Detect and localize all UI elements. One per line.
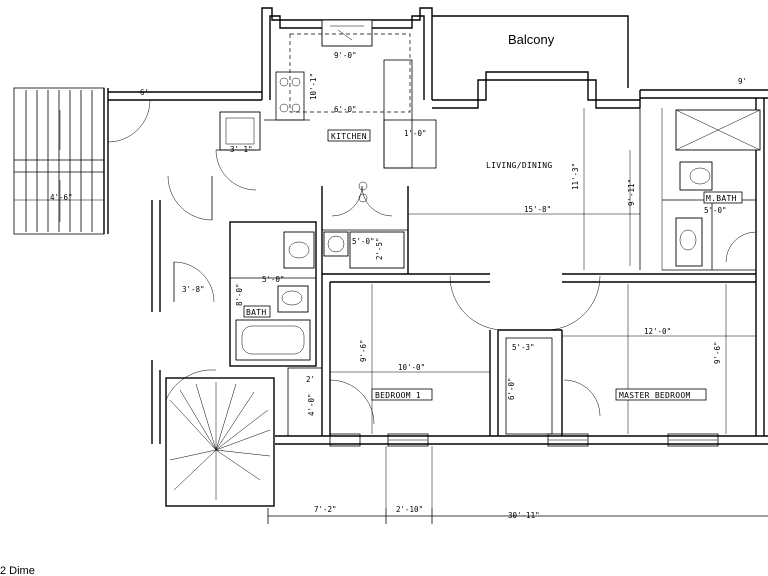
dim-master-width: 12'-0" (644, 327, 671, 336)
interior-stair (165, 369, 275, 507)
bottom-dimension-string: 7'-2" 2'-10" 30'-11" (267, 446, 768, 524)
dim-bottom-total: 30'-11" (508, 511, 540, 520)
label-bedroom-1: BEDROOM 1 (375, 391, 421, 400)
dim-stair-side: 4'-6" (50, 193, 73, 202)
dim-living-depth: 11'-3" (571, 163, 580, 190)
footer-text: 2 Dime (0, 565, 35, 576)
dim-master-closet-depth: 6'-0" (507, 377, 516, 400)
label-balcony: Balcony (508, 32, 555, 47)
dim-living-depth-2: 9'-11" (627, 179, 636, 206)
dim-wd-width: 5'-0" (352, 237, 375, 246)
dim-closet-side: 2' (306, 375, 315, 384)
label-living-dining: LIVING/DINING (486, 161, 553, 170)
dim-bottom-a: 7'-2" (314, 505, 337, 514)
windows-bottom (329, 433, 719, 447)
kitchen: 9'-0" 6'-0" 10'-1" 3'-1" 1'-0" KITCHEN (219, 19, 437, 169)
dim-bottom-b: 2'-10" (396, 505, 423, 514)
label-bath: BATH (246, 308, 266, 317)
dim-bath-width: 5'-0" (262, 275, 285, 284)
living-dining: 15'-8" 11'-3" 9'-11" LIVING/DINING (408, 108, 663, 270)
dim-master-depth: 9'-6" (713, 341, 722, 364)
dim-kitchen-right: 1'-0" (404, 129, 427, 138)
dim-closet-depth: 4'-0" (307, 393, 316, 416)
dim-corner-right: 9' (738, 77, 747, 86)
dim-living-width: 15'-8" (524, 205, 551, 214)
bedroom-1: 10'-0" 9'-6" 4'-0" 2' BEDROOM 1 (287, 273, 499, 437)
exterior-stair: 6' 4'-6" (13, 87, 149, 235)
dim-kitchen-small: 3'-1" (230, 145, 253, 154)
label-m-bath: M.BATH (706, 194, 737, 203)
dim-bed1-depth: 9'-6" (359, 339, 368, 362)
dim-bed1-width: 10'-0" (398, 363, 425, 372)
dim-wd-depth: 2'-5" (375, 237, 384, 260)
bedroom-doors (449, 275, 601, 436)
kitchen-doors (167, 149, 257, 221)
dim-master-closet: 5'-3" (512, 343, 535, 352)
dim-kitchen-top: 9'-0" (334, 51, 357, 60)
hall-bath: 5'-0" 8'-0" BATH 3'-8" (173, 221, 317, 367)
master-bedroom: 12'-0" 9'-6" 5'-3" 6'-0" MASTER BEDROOM (505, 273, 756, 435)
center-partitions: 5'-0" 2'-5" (321, 181, 409, 274)
entry-door (107, 99, 151, 143)
label-kitchen: KITCHEN (331, 132, 367, 141)
dim-kitchen-side: 10'-1" (309, 73, 318, 100)
dim-bath-depth: 8'-0" (235, 283, 244, 306)
dim-kitchen-mid: 6'-0" (334, 105, 357, 114)
dim-hall-width: 3'-8" (182, 285, 205, 294)
master-bath: M.BATH 5'-0" 9' (662, 77, 761, 271)
label-master-bedroom: MASTER BEDROOM (619, 391, 691, 400)
dim-mbath-width: 5'-0" (704, 206, 727, 215)
